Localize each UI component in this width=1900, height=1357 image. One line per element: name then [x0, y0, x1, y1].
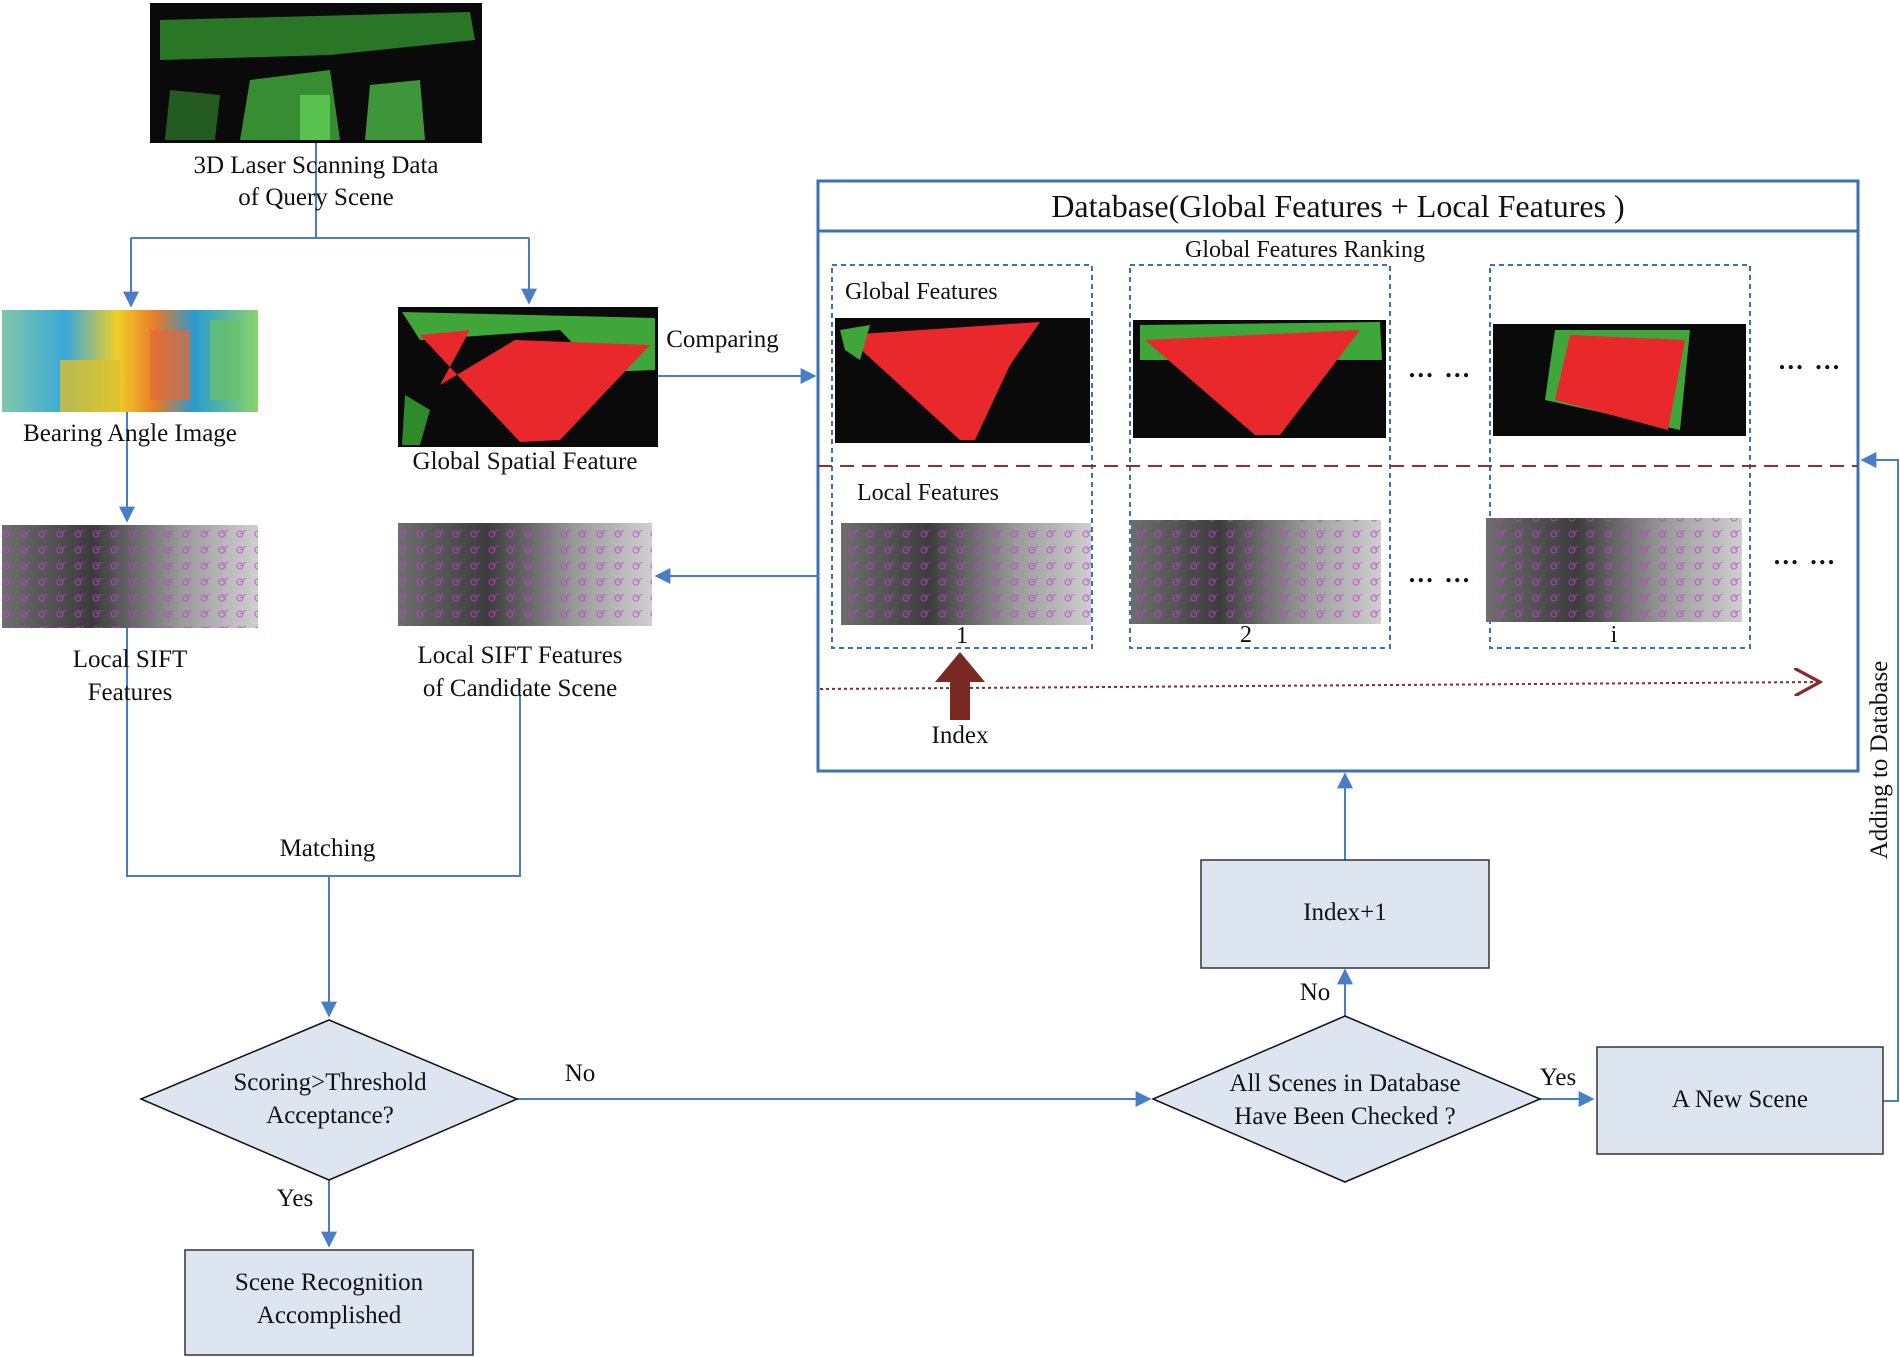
new-scene-label: A New Scene — [1671, 1086, 1809, 1113]
index-increment-box — [1200, 859, 1490, 969]
ellipsis-local-end: … … — [1772, 541, 1838, 570]
candidate-number-1: 1 — [956, 623, 968, 649]
database-panel — [816, 179, 1860, 773]
index-increment-label: Index+1 — [1303, 899, 1387, 926]
candidate-sift-line2: of Candidate Scene — [422, 675, 618, 702]
global-features-label: Global Features — [845, 279, 998, 305]
accomplished-box — [184, 1249, 474, 1356]
threshold-line1: Scoring>Threshold — [233, 1069, 427, 1096]
index-pointer-icon — [935, 652, 985, 720]
candidate-number-2: 2 — [1240, 622, 1252, 648]
yes-label-right: Yes — [1539, 1064, 1577, 1091]
accomplished-line1: Scene Recognition — [234, 1269, 424, 1296]
index-label: Index — [931, 722, 989, 749]
no-label-left: No — [564, 1060, 596, 1087]
candidate-box-1 — [831, 264, 1093, 649]
global-spatial-feature-image — [398, 307, 658, 447]
candidate-box-2 — [1129, 264, 1391, 649]
yes-label-bottom: Yes — [276, 1185, 314, 1212]
local-sift-line2: Features — [87, 679, 173, 706]
db-local-thumb-2 — [1131, 520, 1381, 624]
db-global-thumb-1 — [835, 318, 1090, 443]
db-global-thumb-i — [1493, 324, 1746, 436]
local-sift-image — [2, 525, 258, 628]
candidate-number-i: i — [1610, 622, 1618, 648]
local-sift-line1: Local SIFT — [72, 646, 188, 673]
scan-label-line1: 3D Laser Scanning Data — [193, 152, 439, 179]
checked-decision — [1151, 1015, 1542, 1183]
bearing-label: Bearing Angle Image — [23, 420, 237, 447]
db-local-thumb-1 — [841, 523, 1091, 625]
ellipsis-global-end: … … — [1777, 346, 1843, 375]
db-global-thumb-2 — [1133, 320, 1386, 438]
candidate-sift-image — [398, 523, 652, 626]
matching-bracket — [126, 628, 521, 877]
global-spatial-label: Global Spatial Feature — [412, 448, 638, 475]
arrow-adding-to-database — [1860, 452, 1899, 1102]
threshold-decision — [139, 1019, 519, 1181]
matching-label: Matching — [279, 835, 376, 862]
accomplished-line2: Accomplished — [256, 1302, 402, 1329]
local-features-label: Local Features — [857, 480, 999, 506]
ellipsis-global-mid: … … — [1407, 354, 1473, 383]
index-traversal-arrow — [819, 682, 1820, 689]
checked-line1: All Scenes in Database — [1229, 1070, 1461, 1097]
checked-line2: Have Been Checked ? — [1234, 1103, 1456, 1130]
ranking-label: Global Features Ranking — [1185, 237, 1425, 263]
no-label-up: No — [1299, 979, 1331, 1006]
query-scan-image — [150, 3, 482, 143]
threshold-line2: Acceptance? — [266, 1102, 394, 1129]
comparing-label: Comparing — [666, 326, 779, 353]
database-title: Database(Global Features + Local Feature… — [1051, 188, 1625, 224]
candidate-sift-line1: Local SIFT Features — [417, 642, 623, 669]
candidate-box-i — [1489, 264, 1751, 649]
db-local-thumb-i — [1486, 518, 1742, 622]
scan-label-line2: of Query Scene — [238, 184, 394, 211]
bearing-angle-image — [2, 310, 258, 412]
new-scene-box — [1596, 1046, 1884, 1155]
adding-to-database-label: Adding to Database — [1866, 660, 1893, 860]
ellipsis-local-mid: … … — [1407, 559, 1473, 588]
